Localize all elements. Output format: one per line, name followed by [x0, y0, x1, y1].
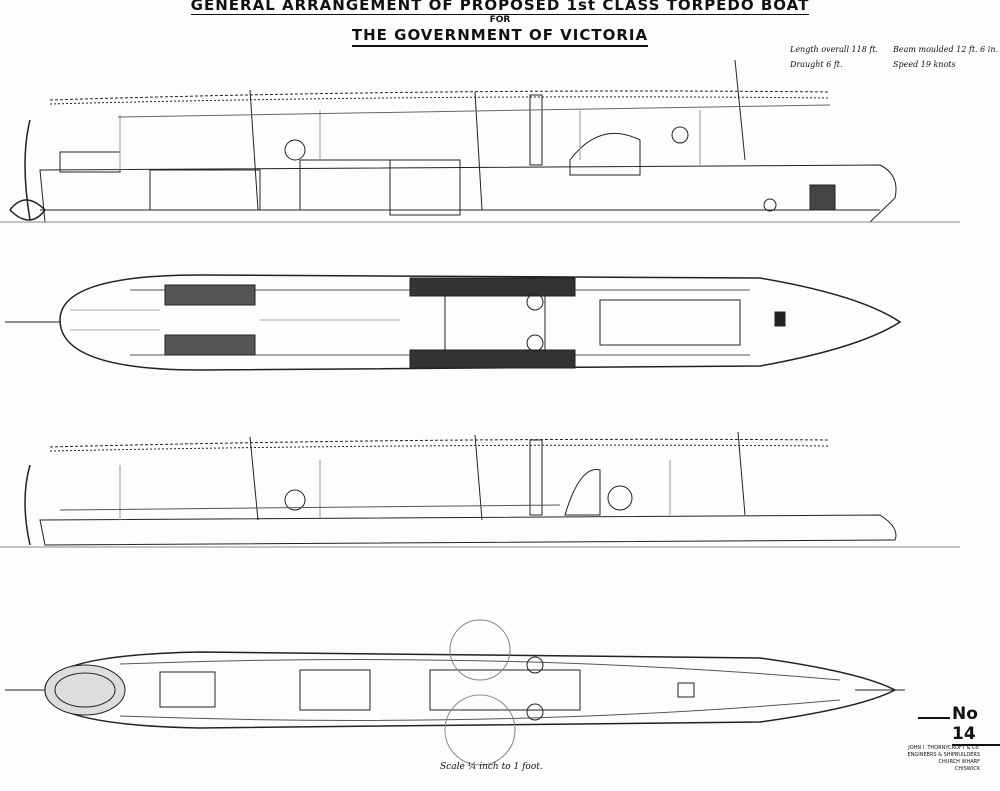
spec-length: Length overall 118 ft.: [790, 45, 879, 54]
upper-deck-plan-view: [5, 619, 905, 766]
drawing-number: No 14: [952, 704, 1000, 746]
stamp-line: JOHN I. THORNYCROFT & Co.: [908, 745, 980, 751]
stamp-line: ENGINEERS & SHIPBUILDERS: [907, 752, 980, 758]
drawing-number-rule: [918, 717, 950, 719]
outboard-profile-view: [0, 431, 960, 548]
deck-plan-view: [5, 274, 902, 371]
title-line-2: FOR: [489, 15, 511, 25]
spec-speed: Speed 19 knots: [893, 60, 956, 69]
maker-stamp: JOHN I. THORNYCROFT & Co. ENGINEERS & SH…: [870, 745, 980, 773]
scale-note: Scale ¼ inch to 1 foot.: [440, 762, 543, 772]
title-text: GENERAL ARRANGEMENT OF PROPOSED 1st CLAS…: [190, 0, 810, 15]
spec-beam: Beam moulded 12 ft. 6 in.: [893, 45, 999, 54]
stamp-line: CHISWICK: [954, 766, 980, 772]
spec-draught: Draught 6 ft.: [790, 60, 843, 69]
stamp-line: CHURCH WHARF: [938, 759, 980, 765]
inboard-profile-view: [0, 59, 960, 223]
title-line-3: THE GOVERNMENT OF VICTORIA: [0, 26, 1000, 47]
title-line-1: GENERAL ARRANGEMENT OF PROPOSED 1st CLAS…: [0, 0, 1000, 15]
title-government: THE GOVERNMENT OF VICTORIA: [351, 26, 649, 47]
